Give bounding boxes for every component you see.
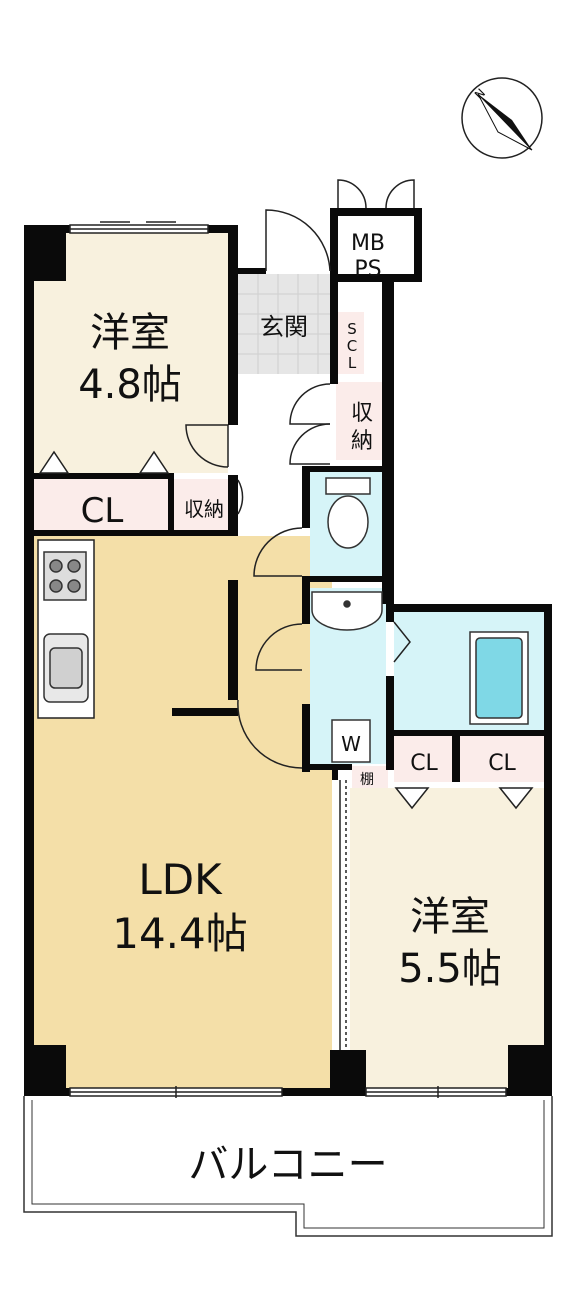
ldk-size: 14.4帖 bbox=[112, 909, 248, 958]
room-west-label: 洋室 bbox=[90, 310, 170, 356]
closet-east-2-label: CL bbox=[488, 751, 516, 776]
doors bbox=[185, 179, 415, 769]
shoe-closet-c: C bbox=[347, 337, 357, 355]
storage-hall-label-1: 収 bbox=[351, 401, 373, 426]
closet-west-label: CL bbox=[81, 491, 124, 531]
window-north bbox=[69, 221, 209, 234]
room-west-size: 4.8帖 bbox=[78, 362, 182, 408]
bathtub bbox=[469, 631, 529, 725]
walls bbox=[24, 208, 552, 1096]
entrance-floor bbox=[238, 274, 330, 374]
shelf-label: 棚 bbox=[360, 772, 374, 788]
balcony-outline bbox=[23, 1096, 553, 1237]
room-east-label: 洋室 bbox=[410, 894, 490, 940]
storage-hall-label-2: 納 bbox=[351, 429, 373, 454]
kitchen-stove bbox=[43, 551, 87, 601]
balcony-inner bbox=[31, 1100, 545, 1229]
closet-east-1-label: CL bbox=[410, 751, 438, 776]
shoe-closet-s: S bbox=[347, 320, 357, 338]
window-south bbox=[69, 1086, 507, 1098]
shelf-floor bbox=[352, 766, 388, 788]
washer-space bbox=[331, 719, 371, 763]
storage-west-floor bbox=[174, 479, 232, 531]
compass-icon bbox=[461, 77, 543, 159]
closet-triangles bbox=[38, 450, 534, 810]
toilet-fixture bbox=[325, 477, 371, 549]
mbps-label-2: PS bbox=[354, 257, 381, 282]
shoe-closet-l: L bbox=[348, 354, 357, 372]
room-east-floor bbox=[350, 788, 544, 1092]
wash-basin bbox=[311, 591, 383, 631]
storage-hall-floor bbox=[336, 382, 382, 460]
balcony-label: バルコニー bbox=[188, 1142, 387, 1188]
mbps-label-1: MB bbox=[351, 231, 385, 256]
kitchen-sink bbox=[43, 633, 89, 703]
entrance-label: 玄関 bbox=[260, 313, 308, 341]
ldk-label: LDK bbox=[138, 855, 223, 904]
entrance-tiles bbox=[238, 274, 330, 374]
room-east-size: 5.5帖 bbox=[398, 946, 502, 992]
room-west-floor bbox=[34, 233, 228, 473]
shoe-closet-floor bbox=[336, 312, 364, 374]
sliding-partition bbox=[339, 780, 347, 1050]
storage-west-label: 収納 bbox=[184, 497, 224, 521]
closet-east-1-floor bbox=[394, 736, 452, 782]
closet-west-floor bbox=[34, 479, 168, 531]
closet-east-2-floor bbox=[460, 736, 544, 782]
washer-label: W bbox=[341, 732, 361, 756]
